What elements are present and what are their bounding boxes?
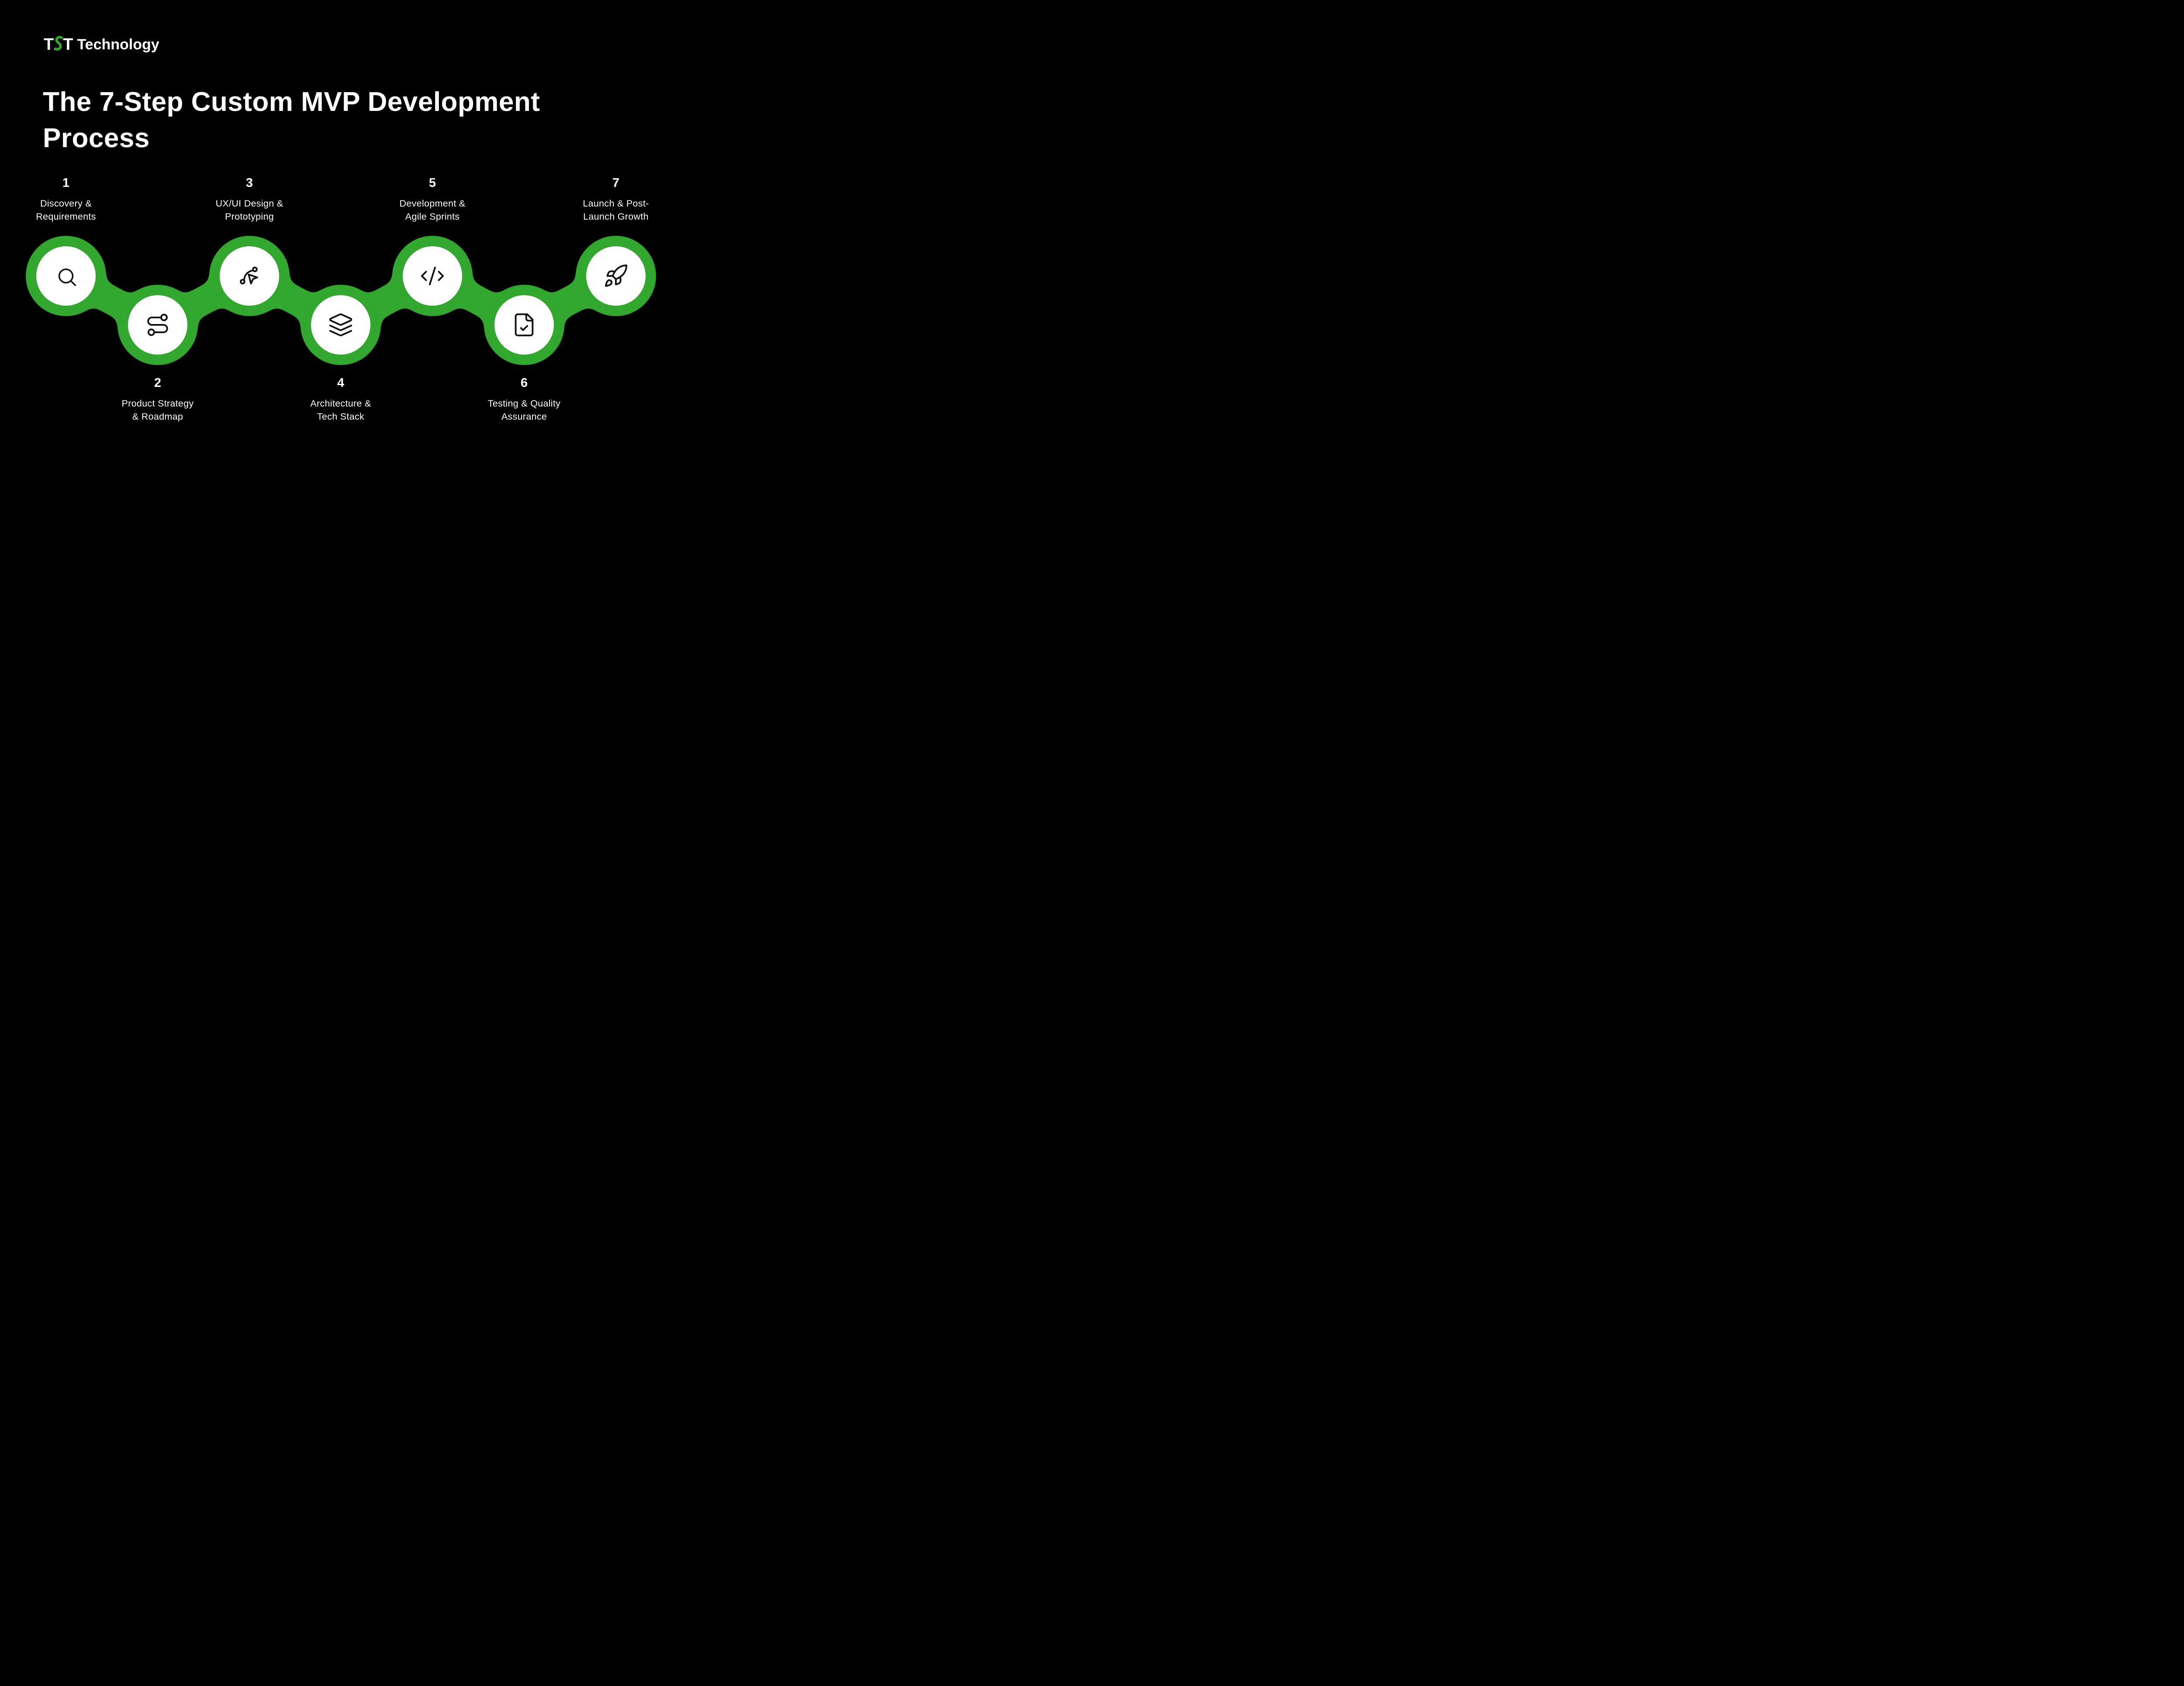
green-s-swoosh-icon — [54, 36, 63, 51]
step-1-title-line2: Requirements — [36, 211, 96, 222]
step-6-label: 6 Testing & Quality Assurance — [459, 375, 590, 423]
code-icon — [421, 266, 444, 286]
logo-letter-t2: T — [63, 35, 73, 54]
step-2-label: 2 Product Strategy & Roadmap — [92, 375, 223, 423]
logo-mark: T T — [44, 35, 73, 54]
step-1-number: 1 — [62, 176, 70, 190]
step-1-circle — [36, 246, 96, 306]
step-4-title-line2: Tech Stack — [317, 411, 365, 422]
file-check-icon — [515, 313, 534, 337]
step-3-number: 3 — [245, 176, 253, 190]
process-flow-graphic — [26, 236, 656, 365]
step-5-title-line2: Agile Sprints — [405, 211, 460, 222]
step-3-title-line2: Prototyping — [225, 211, 274, 222]
step-7-number: 7 — [612, 176, 620, 190]
step-2-title-line1: Product Strategy — [121, 398, 194, 409]
step-7-label: 7 Launch & Post- Launch Growth — [550, 175, 671, 223]
step-1-label: 1 Discovery & Requirements — [0, 175, 131, 223]
step-6-title-line1: Testing & Quality — [487, 398, 561, 409]
step-6-circle — [494, 295, 554, 355]
step-1-title-line1: Discovery & — [40, 198, 92, 209]
step-4-title-line1: Architecture & — [310, 398, 371, 409]
title-line-1: The 7-Step Custom MVP Development — [43, 87, 540, 117]
step-6-number: 6 — [520, 376, 528, 390]
step-5-label: 5 Development & Agile Sprints — [367, 175, 498, 223]
step-5-number: 5 — [429, 176, 436, 190]
layers-icon — [329, 313, 352, 337]
infographic-canvas: T T Technology The 7-Step Custom MVP Dev… — [0, 0, 671, 450]
step-6-title-line2: Assurance — [501, 411, 547, 422]
step-4-label: 4 Architecture & Tech Stack — [275, 375, 406, 423]
logo-letter-t1: T — [44, 35, 54, 54]
logo-wordmark: Technology — [77, 36, 159, 53]
rocket-icon — [605, 264, 628, 287]
step-7-circle — [586, 246, 646, 306]
bezier-cursor-icon — [240, 266, 258, 285]
step-3-title-line1: UX/UI Design & — [215, 198, 283, 209]
step-7-title-line1: Launch & Post- — [583, 198, 649, 209]
step-2-number: 2 — [154, 376, 162, 390]
step-7-title-line2: Launch Growth — [583, 211, 649, 222]
step-5-title-line1: Development & — [399, 198, 466, 209]
step-3-label: 3 UX/UI Design & Prototyping — [184, 175, 315, 223]
search-icon — [58, 268, 76, 286]
step-4-number: 4 — [337, 376, 345, 390]
title-line-2: Process — [43, 123, 150, 153]
logo: T T Technology — [44, 35, 159, 54]
step-2-title-line2: & Roadmap — [132, 411, 183, 422]
route-icon — [147, 314, 168, 336]
